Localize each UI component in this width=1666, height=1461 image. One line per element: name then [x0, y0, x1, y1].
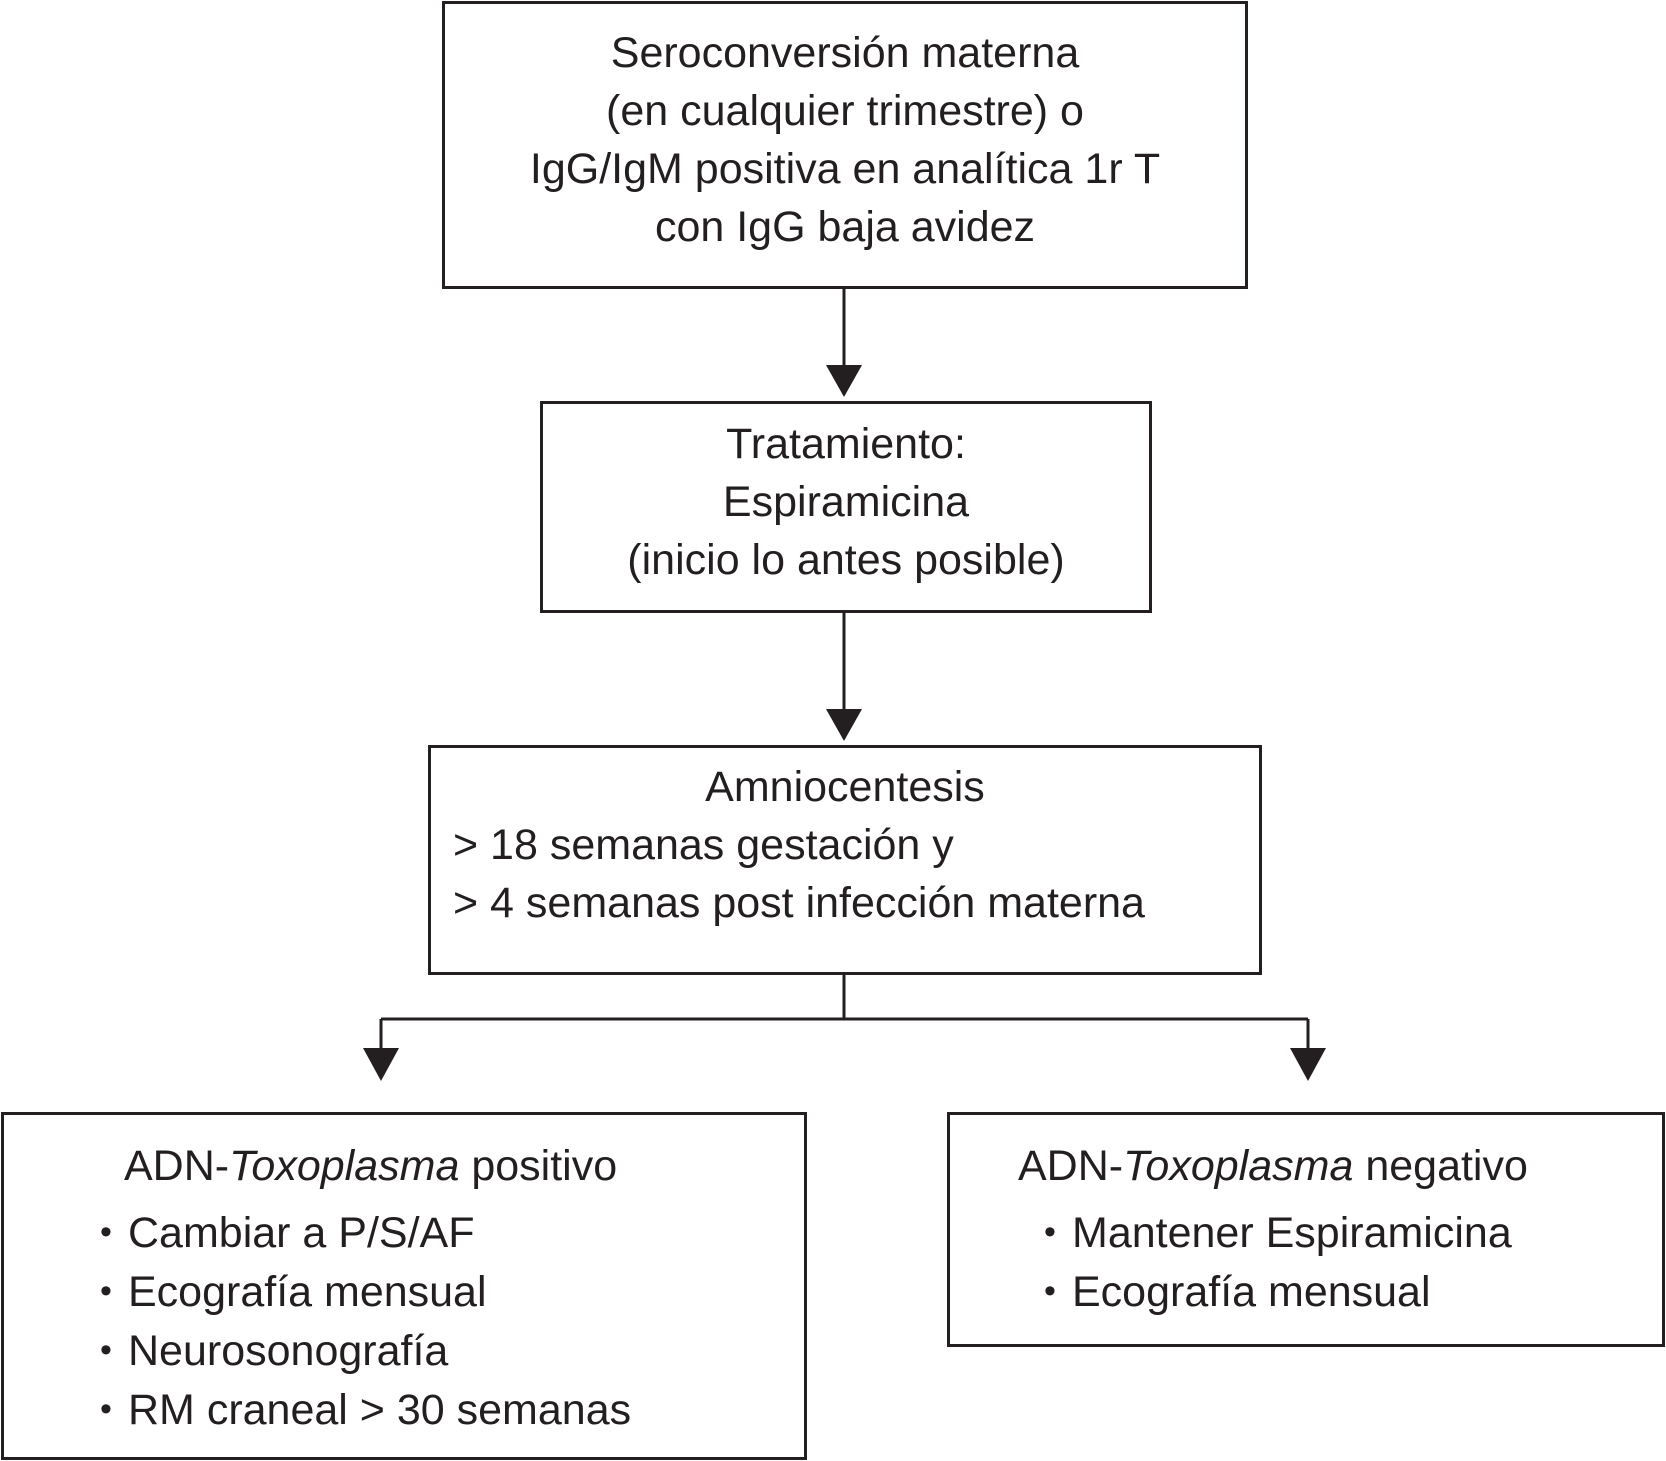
- box-seroconversion-line-4: con IgG baja avidez: [654, 203, 1036, 251]
- box-dna-positive-title-italic: Toxoplasma: [229, 1142, 460, 1190]
- arrowhead-box3: [826, 709, 862, 741]
- box-treatment-line-1: Tratamiento:: [726, 420, 966, 468]
- box-treatment: Tratamiento: Espiramicina (inicio lo ant…: [540, 401, 1152, 613]
- box-dna-negative-title-italic: Toxoplasma: [1123, 1142, 1354, 1190]
- arrowhead-negative: [1290, 1048, 1326, 1081]
- box-seroconversion-line-2: (en cualquier trimestre) o: [606, 87, 1084, 135]
- arrowhead-box2: [826, 365, 862, 397]
- box-dna-positive-title: ADN-Toxoplasma positivo: [4, 1137, 804, 1195]
- box-dna-negative-title-prefix: ADN-: [1018, 1142, 1124, 1190]
- box-dna-negative-title-suffix: negativo: [1353, 1142, 1528, 1190]
- box-dna-positive-title-prefix: ADN-: [124, 1142, 230, 1190]
- box-dna-positive-title-suffix: positivo: [459, 1142, 618, 1190]
- positive-item: RM craneal > 30 semanas: [100, 1380, 804, 1439]
- box-treatment-line-2: Espiramicina: [722, 478, 970, 526]
- box-dna-negative-title: ADN-Toxoplasma negativo: [950, 1137, 1662, 1195]
- box-amniocentesis-line-1: > 18 semanas gestación y: [453, 821, 954, 869]
- box-treatment-line-3: (inicio lo antes posible): [627, 536, 1065, 584]
- box-amniocentesis-line-2: > 4 semanas post infección materna: [453, 879, 1145, 927]
- positive-item: Ecografía mensual: [100, 1262, 804, 1321]
- box-amniocentesis: Amniocentesis > 18 semanas gestación y >…: [428, 745, 1262, 975]
- negative-item: Ecografía mensual: [1044, 1262, 1662, 1321]
- box-dna-negative: ADN-Toxoplasma negativo Mantener Espiram…: [947, 1112, 1665, 1347]
- negative-item: Mantener Espiramicina: [1044, 1203, 1662, 1262]
- box-seroconversion-line-1: Seroconversión materna: [610, 29, 1080, 77]
- box-dna-positive: ADN-Toxoplasma positivo Cambiar a P/S/AF…: [1, 1112, 807, 1460]
- arrowhead-positive: [363, 1048, 399, 1081]
- positive-item: Cambiar a P/S/AF: [100, 1203, 804, 1262]
- box-amniocentesis-title: Amniocentesis: [705, 763, 985, 811]
- box-seroconversion-line-3: IgG/IgM positiva en analítica 1r T: [529, 145, 1161, 193]
- positive-item: Neurosonografía: [100, 1321, 804, 1380]
- box-seroconversion: Seroconversión materna (en cualquier tri…: [442, 1, 1248, 289]
